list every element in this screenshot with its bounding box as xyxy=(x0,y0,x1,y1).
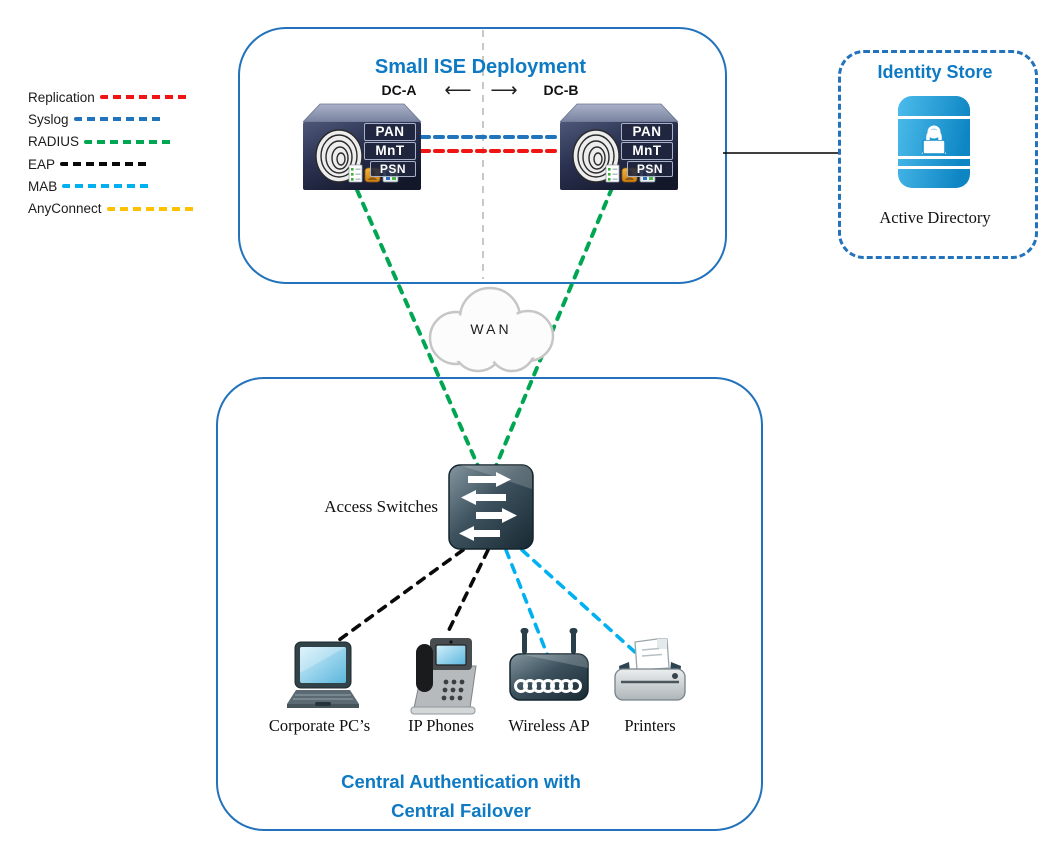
ise-node-dc-a: PAN MnT PSN xyxy=(302,102,422,190)
mab-line-swatch xyxy=(62,184,151,189)
legend: Replication Syslog RADIUS EAP MAB AnyCon… xyxy=(28,86,195,220)
printers-label: Printers xyxy=(624,716,676,735)
legend-row-eap: EAP xyxy=(28,153,195,175)
legend-row-replication: Replication xyxy=(28,86,195,108)
mnt-plate: MnT xyxy=(364,142,416,160)
wan-cloud: WAN xyxy=(428,286,555,373)
legend-row-syslog: Syslog xyxy=(28,108,195,130)
ip-phones-label: IP Phones xyxy=(408,716,474,735)
node-role-plates: PAN MnT PSN xyxy=(364,123,416,178)
dc-a-label: DC-A xyxy=(381,82,417,98)
deployment-title: Small ISE Deployment xyxy=(374,56,587,78)
identity-store-box xyxy=(838,50,1038,259)
active-directory-icon xyxy=(896,96,972,193)
legend-label: RADIUS xyxy=(28,134,80,150)
mnt-plate: MnT xyxy=(621,142,673,160)
legend-label: AnyConnect xyxy=(28,201,102,217)
pan-plate: PAN xyxy=(621,123,673,141)
access-switch-icon xyxy=(448,464,534,555)
legend-label: MAB xyxy=(28,178,58,194)
eap-line-swatch xyxy=(60,162,149,167)
printer-icon xyxy=(611,636,689,711)
central-auth-caption-line2: Central Failover xyxy=(391,800,531,821)
psn-plate: PSN xyxy=(370,161,416,177)
radius-line-swatch xyxy=(84,139,173,144)
replication-line-swatch xyxy=(99,95,188,100)
anyconnect-line-swatch xyxy=(106,206,195,211)
central-auth-box xyxy=(216,377,763,831)
corporate-pcs-label: Corporate PC’s xyxy=(268,716,371,735)
legend-row-radius: RADIUS xyxy=(28,131,195,153)
wireless-ap-icon xyxy=(507,628,591,713)
failover-right-arrow-icon: ⟶ xyxy=(490,80,518,101)
small-ise-deployment-box xyxy=(238,27,727,284)
active-directory-label: Active Directory xyxy=(879,208,991,227)
pan-plate: PAN xyxy=(364,123,416,141)
failover-left-arrow-icon: ⟵ xyxy=(444,80,472,101)
ise-node-dc-b: PAN MnT PSN xyxy=(559,102,679,190)
central-auth-caption: Central Authentication with Central Fail… xyxy=(216,767,706,825)
legend-label: EAP xyxy=(28,156,56,172)
legend-row-mab: MAB xyxy=(28,175,195,197)
legend-row-anyconnect: AnyConnect xyxy=(28,197,195,219)
legend-label: Syslog xyxy=(28,111,69,127)
legend-label: Replication xyxy=(28,89,95,105)
node-role-plates: PAN MnT PSN xyxy=(621,123,673,178)
identity-store-title: Identity Store xyxy=(877,62,993,82)
wan-label: WAN xyxy=(470,321,511,337)
psn-plate: PSN xyxy=(627,161,673,177)
access-switches-label: Access Switches xyxy=(324,497,438,516)
ip-phone-icon xyxy=(404,634,480,721)
dc-b-label: DC-B xyxy=(543,82,579,98)
laptop-icon xyxy=(283,640,361,717)
syslog-line-swatch xyxy=(73,117,162,122)
central-auth-caption-line1: Central Authentication with xyxy=(341,771,581,792)
wireless-ap-label: Wireless AP xyxy=(508,716,590,735)
